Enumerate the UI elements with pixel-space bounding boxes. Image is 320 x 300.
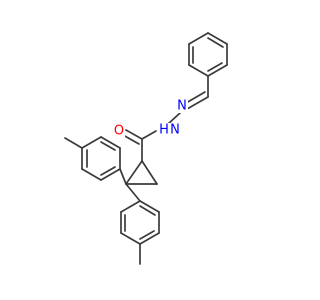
bond-left-ring-6 [100, 168, 121, 181]
bond-top-ring-6 [188, 32, 209, 45]
molecule-structure-diagram: O N H N [64, 32, 228, 265]
bond-cp-to-left-ring [119, 168, 127, 185]
bond-left-ring-inner-3 [100, 166, 116, 176]
bond-ch-to-n-imine-2 [185, 91, 206, 104]
bond-left-ring-5 [81, 168, 102, 181]
molecule-svg: O N H N [64, 32, 228, 265]
bond-bottom-ring-1 [139, 200, 160, 213]
bond-ch-to-n-imine-1 [186, 96, 209, 110]
bond-top-ring-inner-2 [207, 62, 223, 72]
amide-nitrogen-atom-label: N [170, 123, 180, 138]
imine-linkage [167, 75, 209, 125]
bond-bottom-ring-inner-2 [139, 230, 155, 240]
bond-left-methyl [64, 137, 83, 149]
bottom-tolyl-ring [120, 183, 160, 265]
amide-group [122, 129, 157, 162]
bond-bottom-ring-3 [139, 232, 160, 245]
atom-labels: O N H N [113, 99, 188, 139]
bond-left-ring-inner-1 [100, 141, 116, 151]
bond-cyclopropane-1 [141, 160, 158, 185]
bond-bottom-ring-6 [120, 200, 141, 213]
bond-cyclopropane-3 [125, 160, 143, 185]
bond-cp-to-bottom-ring [125, 183, 141, 202]
amide-hydrogen-atom-label: H [159, 123, 169, 138]
bond-top-ring-3 [207, 64, 228, 77]
bond-bottom-ring-inner-1 [139, 205, 156, 216]
imine-nitrogen-label-bg [176, 99, 188, 113]
bond-top-ring-4 [188, 64, 209, 77]
bond-left-ring-3 [81, 136, 102, 149]
left-tolyl-ring [64, 136, 127, 185]
bond-bottom-ring-4 [120, 232, 141, 245]
imine-nitrogen-atom-label: N [177, 99, 187, 114]
oxygen-label-bg [113, 124, 125, 138]
top-phenyl-ring [188, 32, 228, 77]
oxygen-atom-label: O [114, 124, 124, 139]
bond-n-amide-to-carbonyl [141, 130, 157, 140]
bond-carbonyl-double-1 [125, 129, 143, 140]
bond-top-ring-1 [207, 32, 228, 45]
bond-left-ring-2 [100, 136, 121, 149]
bond-n-imine-to-n-amide [167, 112, 181, 125]
bond-top-ring-inner-1 [207, 37, 224, 48]
cyclopropane-ring [125, 160, 158, 185]
amide-nitrogen-label-bg [157, 123, 183, 137]
bond-carbonyl-double-2 [122, 134, 140, 145]
